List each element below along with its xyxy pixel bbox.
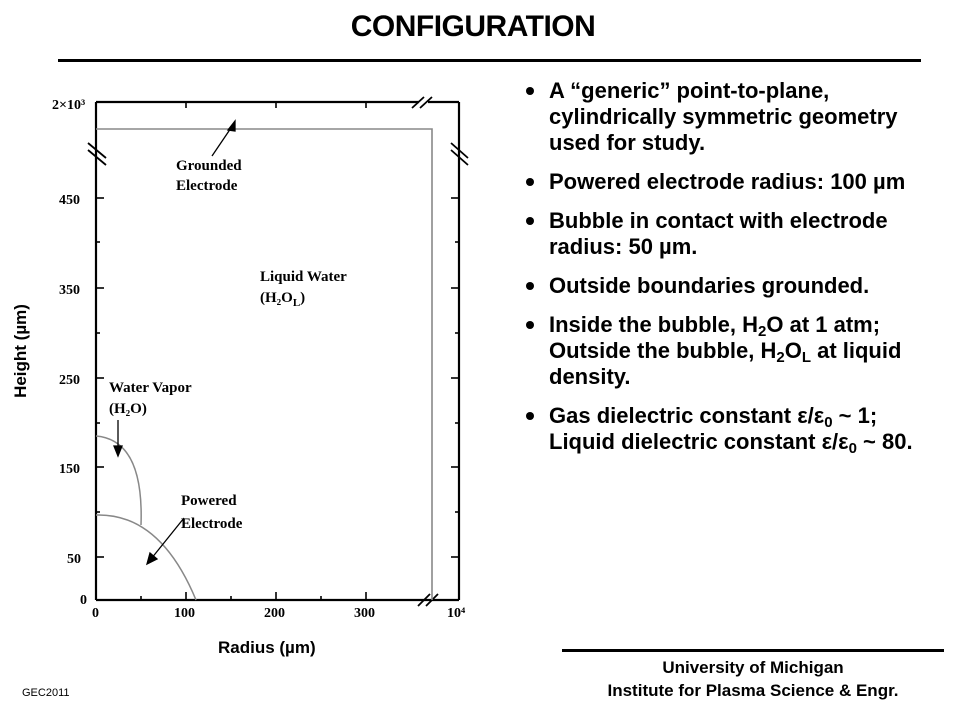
footer-divider bbox=[562, 649, 944, 652]
title-divider bbox=[58, 59, 921, 62]
powered-electrode-label-1: Powered bbox=[181, 493, 237, 509]
liquid-formula-label: (H₂OL) bbox=[260, 290, 305, 309]
x-tick-200: 200 bbox=[264, 606, 285, 621]
bullet-dot-icon bbox=[526, 217, 534, 225]
bullet-dot-icon bbox=[526, 282, 534, 290]
y-tick-2e3: 2×10³ bbox=[52, 98, 85, 113]
y-tick-450: 450 bbox=[59, 193, 80, 208]
axis-ticks bbox=[96, 102, 459, 600]
bullet-boundaries: Outside boundaries grounded. bbox=[525, 273, 945, 299]
bullet-dielectric: Gas dielectric constant ε/ε0 ~ 1; Liquid… bbox=[525, 403, 945, 456]
bullet-geometry: A “generic” point-to-plane, cylindricall… bbox=[525, 78, 945, 156]
vapor-formula-label: (H₂O) bbox=[109, 401, 147, 417]
y-tick-350: 350 bbox=[59, 283, 80, 298]
x-tick-100: 100 bbox=[174, 606, 195, 621]
grounded-electrode-label-1: Grounded bbox=[176, 158, 242, 174]
bullet-bubble-contents: Inside the bubble, H2O at 1 atm; Outside… bbox=[525, 312, 945, 390]
y-tick-0: 0 bbox=[80, 593, 87, 608]
label-arrows bbox=[113, 119, 236, 566]
grounded-electrode-outline bbox=[96, 128, 433, 600]
powered-electrode-boundary bbox=[95, 514, 197, 601]
y-tick-150: 150 bbox=[59, 462, 80, 477]
bullet-dot-icon bbox=[526, 87, 534, 95]
x-tick-300: 300 bbox=[354, 606, 375, 621]
y-tick-50: 50 bbox=[67, 552, 81, 567]
bullet-dot-icon bbox=[526, 178, 534, 186]
y-axis-title: Height (µm) bbox=[11, 304, 30, 398]
bullet-bubble-radius: Bubble in contact with electrode radius:… bbox=[525, 208, 945, 260]
grounded-electrode-label-2: Electrode bbox=[176, 178, 238, 194]
liquid-water-label: Liquid Water bbox=[260, 269, 347, 285]
y-tick-250: 250 bbox=[59, 373, 80, 388]
x-axis-title: Radius (µm) bbox=[218, 638, 316, 657]
footer-university: University of Michigan bbox=[662, 658, 844, 677]
footer-institute: Institute for Plasma Science & Engr. bbox=[607, 681, 899, 700]
bullet-dot-icon bbox=[526, 412, 534, 420]
bullet-dot-icon bbox=[526, 321, 534, 329]
water-vapor-label: Water Vapor bbox=[109, 380, 192, 396]
bullet-list: A “generic” point-to-plane, cylindricall… bbox=[525, 78, 945, 468]
conference-tag: GEC2011 bbox=[22, 687, 70, 699]
x-tick-0: 0 bbox=[92, 606, 99, 621]
page-title: CONFIGURATION bbox=[350, 10, 596, 43]
x-tick-1e4: 10⁴ bbox=[447, 606, 466, 621]
bullet-electrode-radius: Powered electrode radius: 100 µm bbox=[525, 169, 945, 195]
bubble-boundary bbox=[95, 435, 142, 526]
geometry-diagram: 2×10³ 450 350 250 150 50 0 0 100 200 300… bbox=[11, 96, 469, 657]
powered-electrode-label-2: Electrode bbox=[181, 516, 243, 532]
diagram-frame bbox=[94, 100, 461, 602]
